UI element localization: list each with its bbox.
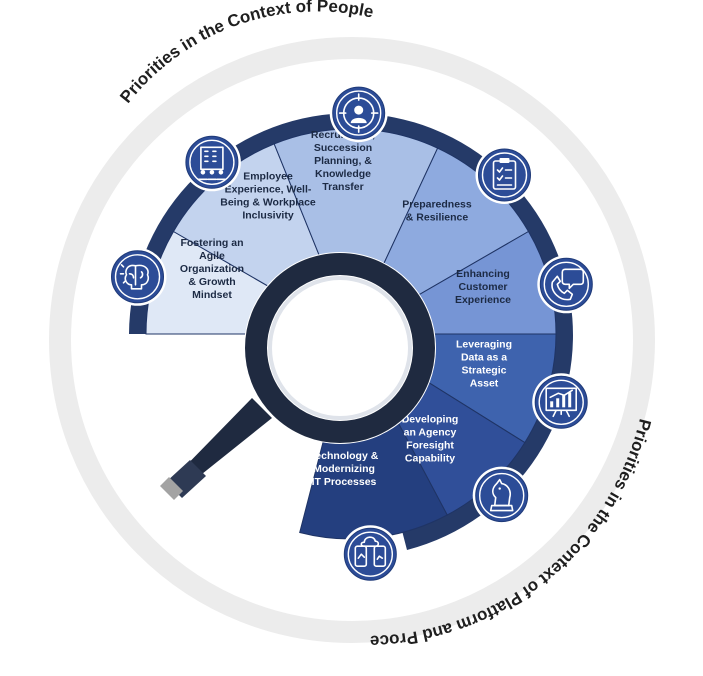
segment-3-label-line: Transfer [322, 181, 363, 193]
segment-8-label-line: Technology & [310, 450, 379, 462]
segment-4-label-line: Preparedness [402, 199, 472, 211]
segment-5-label-line: Enhancing [456, 268, 510, 280]
segment-4-label: Preparedness& Resilience [402, 199, 472, 224]
building-people-icon [182, 133, 241, 192]
segment-2-label-line: Experience, Well- [225, 184, 312, 196]
segment-2-label-line: Inclusivity [242, 210, 294, 222]
icons-group [108, 84, 596, 584]
segment-3-label-line: Planning, & [314, 155, 372, 167]
phone-chat-icon [537, 255, 596, 314]
segment-8-label-line: Modernizing [313, 463, 375, 475]
magnifying-glass-icon [160, 252, 436, 500]
segment-3-label-line: Knowledge [315, 168, 371, 180]
segment-7-label-line: Foresight [406, 440, 454, 452]
outer-ring [49, 37, 655, 643]
segment-1-label-line: Organization [180, 263, 244, 275]
segment-2-label-line: Employee [243, 171, 293, 183]
segment-7-label-line: Developing [402, 414, 459, 426]
segment-1-label-line: Fostering an [180, 237, 243, 249]
segment-8-label-line: IT Processes [312, 476, 377, 488]
segment-6-label-line: Asset [470, 378, 499, 390]
target-person-icon [329, 84, 388, 143]
segment-7-label-line: Capability [405, 453, 455, 465]
segment-7-label-line: an Agency [404, 427, 457, 439]
chart-board-icon [532, 373, 591, 432]
segment-1-label-line: Agile [199, 250, 225, 262]
chess-knight-icon [472, 466, 531, 525]
segment-2-label-line: Being & Workplace [220, 197, 316, 209]
segment-6-label-line: Data as a [461, 352, 507, 364]
segment-1-label-line: Mindset [192, 289, 232, 301]
brain-icon [108, 247, 167, 306]
segment-6-label-line: Leveraging [456, 339, 512, 351]
segment-5-label-line: Experience [455, 294, 511, 306]
clipboard-checklist-icon [475, 146, 534, 204]
segment-3-label-line: Succession [314, 142, 372, 154]
segment-5-label-line: Customer [458, 281, 507, 293]
segment-4-label-line: & Resilience [406, 212, 469, 224]
segment-6-label-line: Strategic [462, 365, 507, 377]
devices-cloud-icon [341, 525, 400, 584]
segment-1-label-line: & Growth [188, 276, 235, 288]
